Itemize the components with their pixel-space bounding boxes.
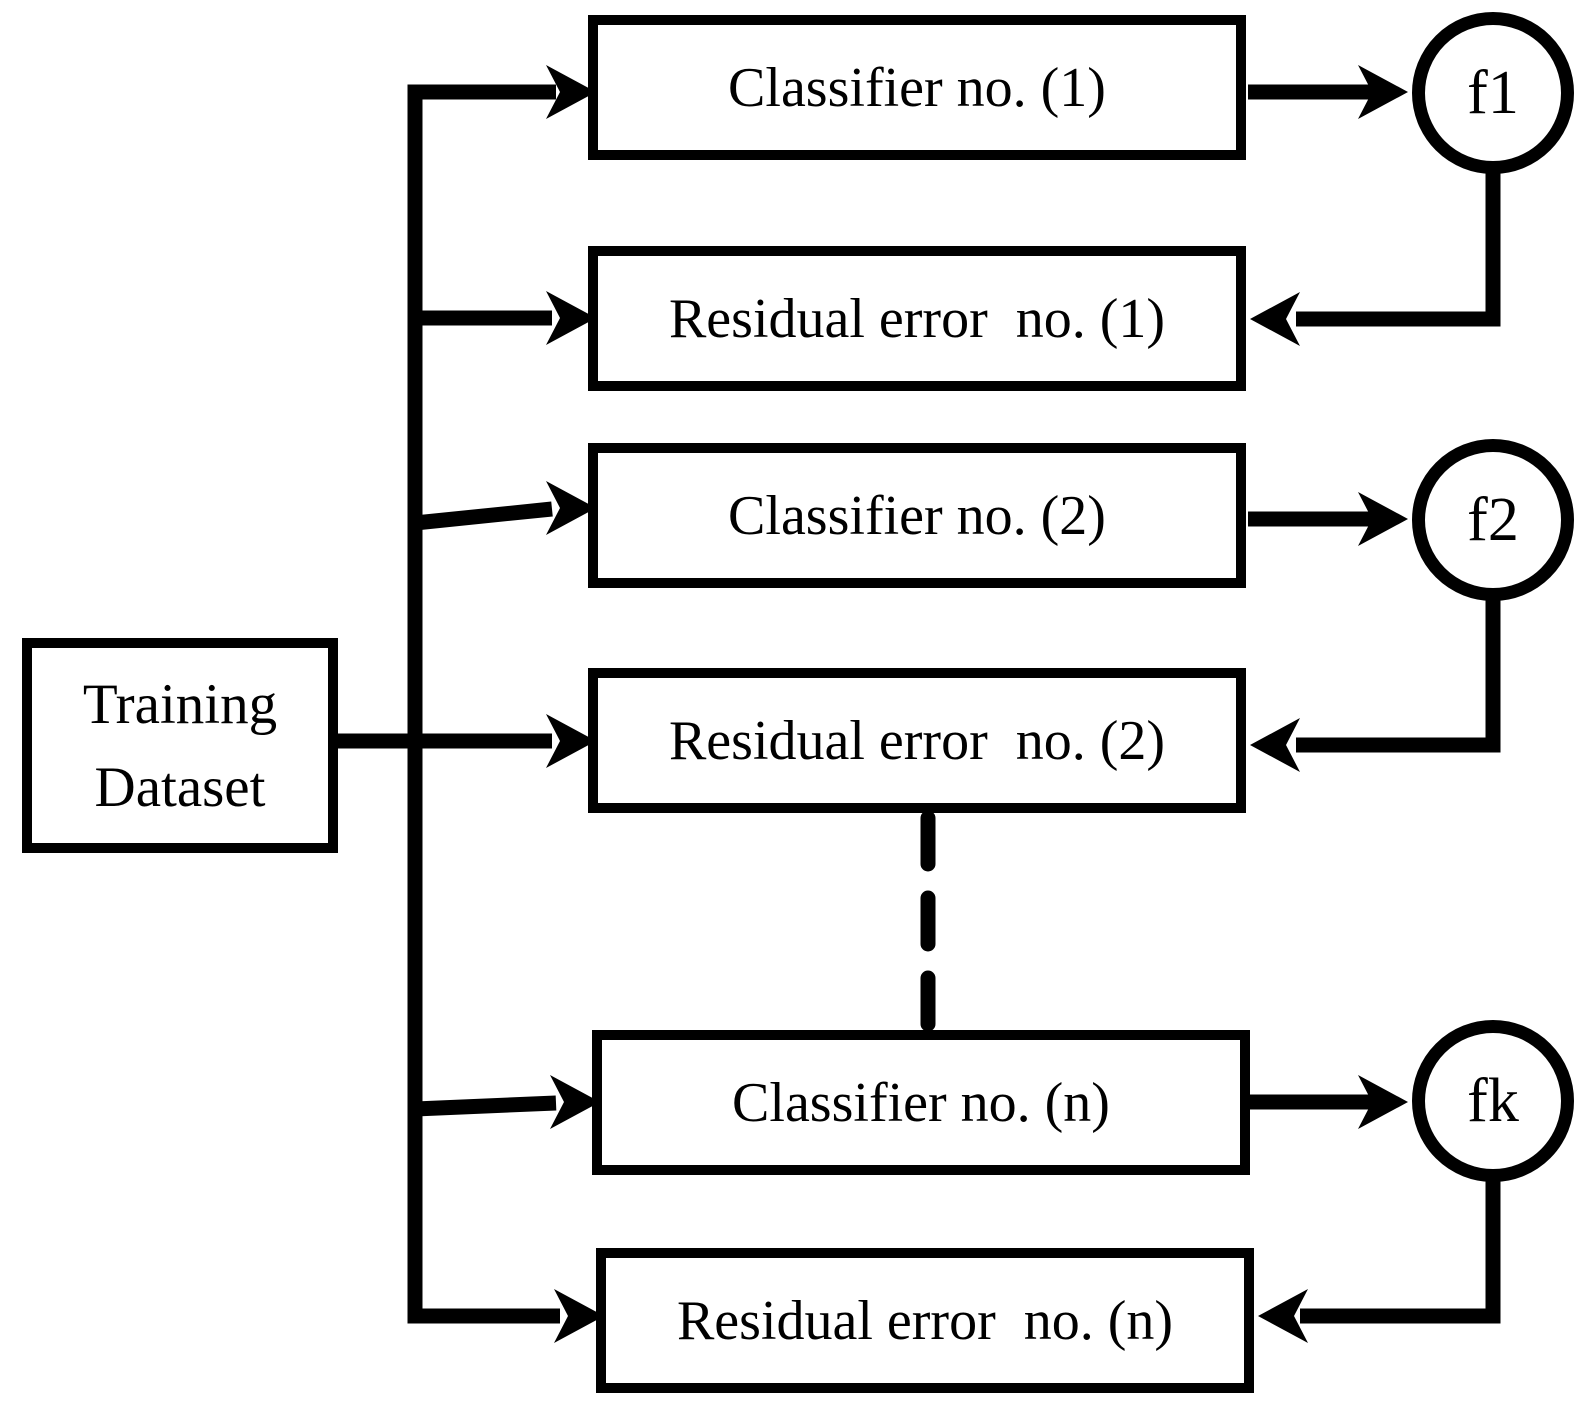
- residual-error-1-label: Residual error no. (1): [668, 287, 1166, 350]
- training-dataset-label-line2: Dataset: [94, 755, 266, 819]
- combiner-f1-label: f1: [1467, 58, 1519, 127]
- arrowhead-back-into-residual-2: [1250, 718, 1300, 772]
- classifier-1-box: Classifier no. (1): [588, 15, 1246, 160]
- trunk-line: [407, 84, 560, 1324]
- residual-error-n-label: Residual error no. (n): [676, 1289, 1174, 1352]
- residual-error-1-box: Residual error no. (1): [588, 246, 1246, 391]
- arrowhead-back-into-residual-n: [1258, 1289, 1308, 1343]
- arrowhead-into-f2: [1358, 492, 1408, 546]
- combiner-fk-circle: fk: [1412, 1020, 1574, 1182]
- training-dataset-label-line1: Training: [82, 672, 278, 736]
- classifier-1-label: Classifier no. (1): [728, 56, 1106, 119]
- branch-to-classifier-n-line: [414, 1095, 557, 1117]
- f2-to-residual-2-line: [1296, 597, 1501, 753]
- combiner-f1-circle: f1: [1412, 12, 1574, 174]
- arrowhead-into-fk: [1358, 1075, 1408, 1129]
- residual-error-2-box: Residual error no. (2): [588, 668, 1246, 813]
- combiner-fk-label: fk: [1467, 1066, 1519, 1135]
- classifier-n-box: Classifier no. (n): [592, 1030, 1250, 1175]
- arrowhead-back-into-residual-1: [1250, 292, 1300, 346]
- training-dataset-box: Training Dataset: [22, 638, 338, 853]
- f1-to-residual-1-line: [1296, 168, 1501, 327]
- residual-error-2-label: Residual error no. (2): [668, 709, 1166, 772]
- branch-to-classifier-2-line: [414, 501, 553, 531]
- combiner-f2-circle: f2: [1412, 439, 1574, 601]
- arrowhead-into-f1: [1358, 65, 1408, 119]
- classifier-2-label: Classifier no. (2): [728, 484, 1106, 547]
- combiner-f2-label: f2: [1467, 485, 1519, 554]
- classifier-n-label: Classifier no. (n): [732, 1071, 1110, 1134]
- residual-error-n-box: Residual error no. (n): [596, 1248, 1254, 1393]
- classifier-2-box: Classifier no. (2): [588, 443, 1246, 588]
- fk-to-residual-n-line: [1300, 1178, 1501, 1324]
